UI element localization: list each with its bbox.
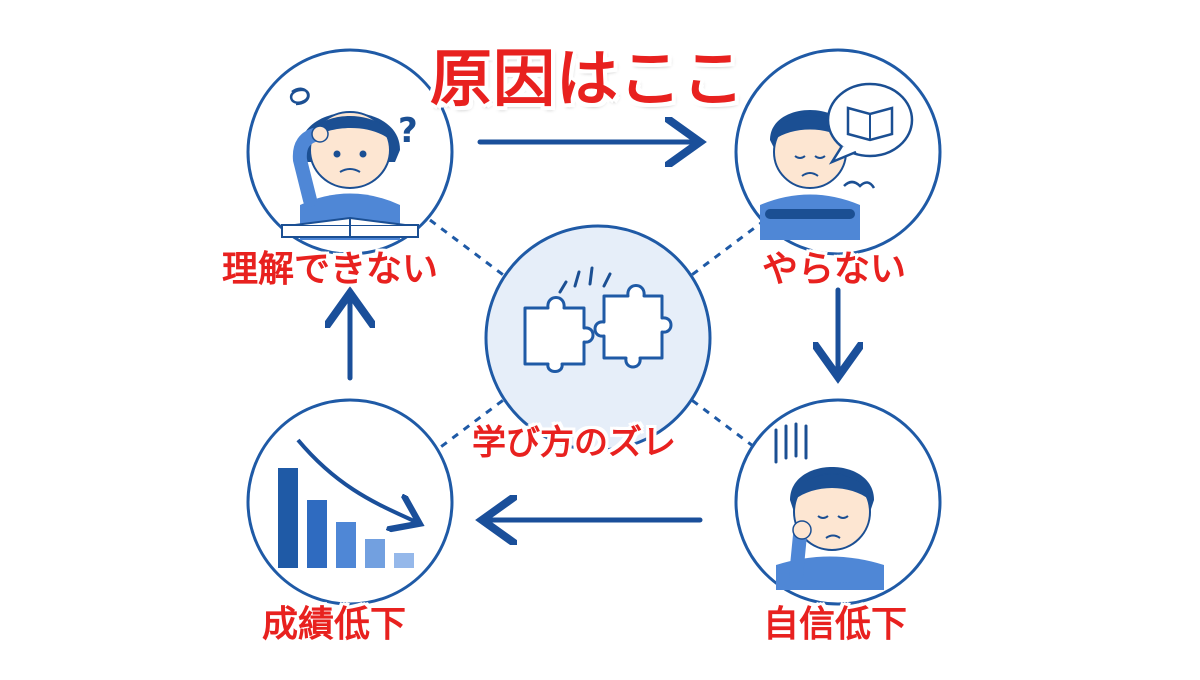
chart-bar xyxy=(394,553,414,568)
sulking-boy-book-icon xyxy=(760,82,914,240)
svg-text:?: ? xyxy=(398,111,418,151)
label-grades-decline: 成績低下 xyxy=(262,604,407,645)
chart-bar xyxy=(336,522,356,568)
puzzle-pieces-icon xyxy=(523,266,673,373)
dejected-boy-icon xyxy=(774,422,884,590)
connector-bottom-left xyxy=(429,393,511,457)
chart-bar xyxy=(365,539,385,568)
flow-arrows xyxy=(350,142,838,520)
label-confidence-decline: 自信低下 xyxy=(763,604,908,645)
chart-bar xyxy=(307,500,327,568)
label-learning-mismatch: 学び方のズレ xyxy=(472,423,676,463)
page-title: 原因はここ xyxy=(430,42,746,115)
confused-boy-studying-icon: ? xyxy=(281,87,419,240)
label-cannot-understand: 理解できない xyxy=(222,249,439,290)
declining-bar-chart-icon xyxy=(278,468,414,568)
decline-trend-arrow xyxy=(296,438,416,522)
connector-top-left xyxy=(429,218,511,282)
chart-bar xyxy=(278,468,298,568)
connector-top-right xyxy=(684,218,766,282)
circle-center xyxy=(484,224,712,452)
label-do-not-study: やらない xyxy=(762,249,907,290)
